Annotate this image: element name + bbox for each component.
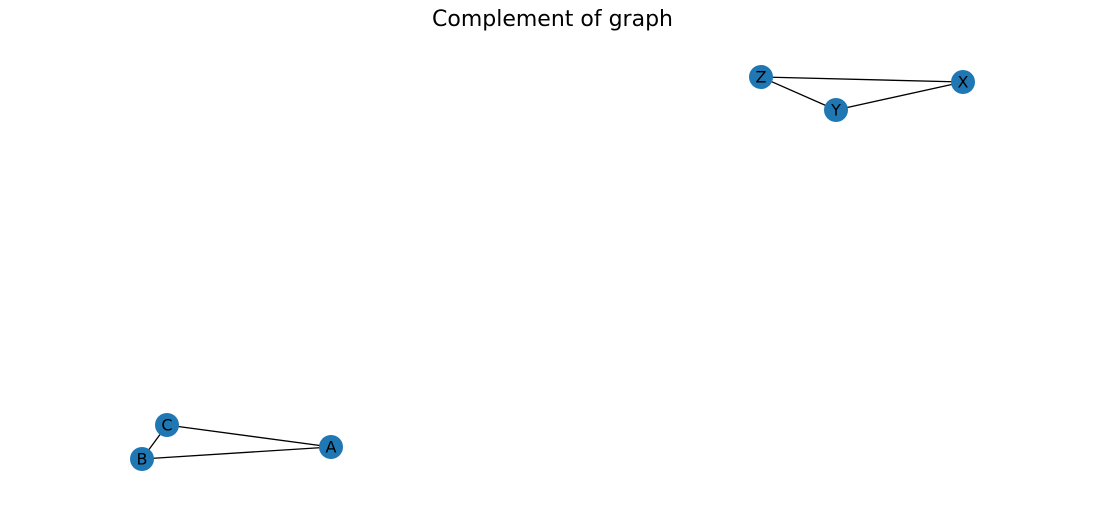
node-y: Y <box>824 98 848 122</box>
node-label-z: Z <box>756 68 767 87</box>
edge-y-x <box>835 81 964 111</box>
node-circle-c <box>155 413 179 437</box>
node-x: X <box>951 70 975 94</box>
node-label-y: Y <box>830 101 841 120</box>
node-label-c: C <box>161 416 172 435</box>
node-label-b: B <box>137 450 148 469</box>
node-a: A <box>319 435 343 459</box>
node-c: C <box>155 413 179 437</box>
edges-layer <box>141 76 964 460</box>
edge-b-a <box>141 446 332 460</box>
edge-z-x <box>760 76 964 83</box>
node-z: Z <box>749 65 773 89</box>
node-circle-y <box>824 98 848 122</box>
node-circle-b <box>130 447 154 471</box>
node-circle-z <box>749 65 773 89</box>
edge-c-a <box>166 424 332 448</box>
node-b: B <box>130 447 154 471</box>
node-circle-a <box>319 435 343 459</box>
node-label-x: X <box>958 73 969 92</box>
node-circle-x <box>951 70 975 94</box>
figure-title: Complement of graph <box>432 7 673 32</box>
nodes-layer: X Y Z A BC <box>130 65 975 471</box>
edge-z-y <box>760 76 837 111</box>
node-label-a: A <box>326 438 337 457</box>
